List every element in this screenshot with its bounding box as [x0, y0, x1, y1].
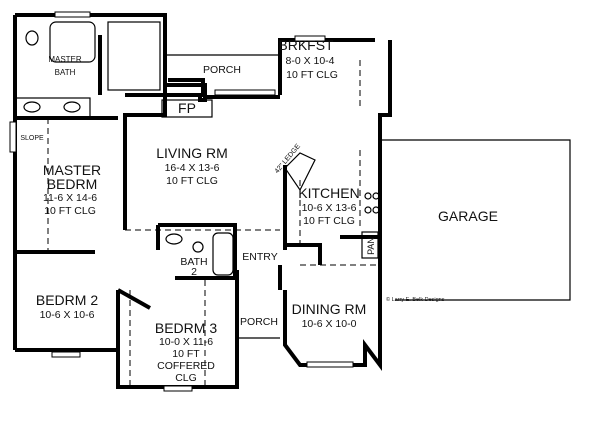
living-dims: 16-4 X 13-6	[165, 162, 220, 174]
bedrm2-label: BEDRM 2	[36, 292, 98, 308]
bedrm3-dims: 10-0 X 11-6	[159, 336, 213, 348]
pantry-label: PAN	[366, 237, 376, 255]
brkfst-dims: 8-0 X 10-4	[285, 55, 334, 67]
fireplace-label: FP	[178, 100, 196, 116]
master-bedrm-label-2: BEDRM	[47, 176, 98, 192]
master-bath-label-2: BATH	[55, 68, 76, 77]
copyright-notice: © Larry E. Belk Designs	[386, 296, 445, 303]
master-bedrm-label: MASTER	[43, 162, 101, 178]
living-label: LIVING RM	[156, 145, 228, 161]
bedrm3-ceiling-type: COFFERED	[157, 360, 215, 372]
dining-dims: 10-6 X 10-0	[302, 318, 357, 330]
windows	[9, 11, 354, 392]
bedrm2-dims: 10-6 X 10-6	[40, 309, 95, 321]
dashed-lines	[47, 60, 380, 387]
fixtures	[14, 21, 380, 276]
master-bedrm-dims: 11-6 X 14-6	[43, 192, 97, 204]
bedrm3-ceiling: 10 FT	[172, 348, 200, 360]
entry-label: ENTRY	[242, 251, 277, 263]
bath2-label-2: 2	[191, 266, 197, 278]
garage-label: GARAGE	[438, 208, 498, 224]
kitchen-ceiling: 10 FT CLG	[303, 215, 355, 227]
living-ceiling: 10 FT CLG	[166, 175, 218, 187]
ledge-label: 42" LEDGE	[274, 143, 303, 175]
kitchen-dims: 10-6 X 13-6	[302, 202, 357, 214]
bedrm3-label: BEDRM 3	[155, 320, 217, 336]
garage-outline	[380, 139, 571, 301]
master-bath-label: MASTER	[48, 55, 82, 64]
bedrm3-ceiling-unit: CLG	[175, 372, 197, 384]
porch-bottom-label: PORCH	[240, 316, 278, 328]
master-bedrm-ceiling: 10 FT CLG	[44, 205, 96, 217]
kitchen-label: KITCHEN	[298, 185, 359, 201]
walls	[13, 13, 392, 389]
slope-label: SLOPE	[20, 135, 44, 142]
fireplace-hearth	[161, 99, 213, 118]
brkfst-ceiling: 10 FT CLG	[286, 69, 338, 81]
porch-outlines	[165, 54, 280, 339]
dining-label: DINING RM	[292, 301, 367, 317]
bath2-label: BATH	[180, 256, 207, 268]
brkfst-label: BRKFST	[278, 37, 334, 53]
room-labels: MASTER BATH PORCH BRKFST 8-0 X 10-4 10 F…	[20, 37, 498, 384]
porch-top-label: PORCH	[203, 64, 241, 76]
